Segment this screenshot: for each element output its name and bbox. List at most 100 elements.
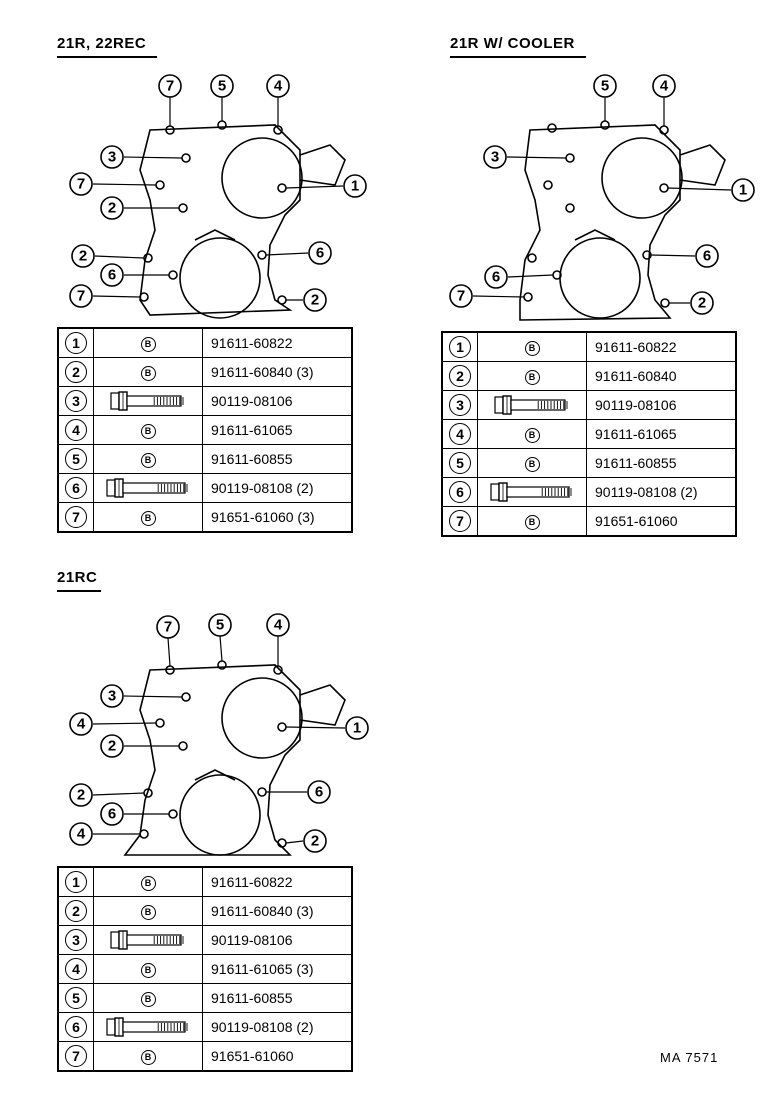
item-number: 6: [65, 1016, 87, 1038]
panel-title: 21RC: [57, 569, 98, 586]
part-number: 91611-60855: [202, 983, 353, 1013]
table-row: 6 90119-08108 (2): [57, 473, 353, 503]
callout-label: 6: [492, 269, 500, 286]
callout-label: 7: [164, 619, 172, 636]
callout-1: [731, 178, 755, 202]
callout-7: [69, 172, 93, 196]
symbol-cell: B: [93, 896, 203, 926]
callout-label: 1: [351, 178, 359, 195]
part-number: 91611-60840: [586, 361, 737, 391]
item-number: 6: [65, 477, 87, 499]
symbol-cell: [477, 477, 587, 507]
part-number: 91611-60855: [586, 448, 737, 478]
item-number-cell: 1: [57, 327, 94, 358]
callout-label: 4: [660, 78, 669, 95]
cover-drawing: [123, 660, 346, 856]
callout-2: [303, 288, 327, 312]
callout-label: 2: [77, 787, 85, 804]
item-number: 2: [65, 900, 87, 922]
item-number-cell: 4: [57, 954, 94, 984]
part-number: 91611-60822: [202, 327, 353, 358]
symbol-cell: B: [477, 331, 587, 362]
leader-lines: [92, 97, 344, 301]
callout-label: 3: [108, 149, 116, 166]
bolt-icon: [110, 930, 184, 950]
part-number: 90119-08106: [202, 386, 353, 416]
part-number: 91611-60855: [202, 444, 353, 474]
symbol-cell: B: [93, 866, 203, 897]
callout-6: [484, 265, 508, 289]
part-number: 90119-08108 (2): [586, 477, 737, 507]
symbol-cell: B: [477, 506, 587, 537]
callout-5: [210, 74, 234, 98]
part-number: 91651-61060: [202, 1041, 353, 1072]
nut-symbol-icon: B: [524, 515, 540, 530]
callout-1: [345, 716, 369, 740]
bolt-icon: [110, 391, 184, 411]
item-number: 6: [449, 481, 471, 503]
nut-symbol-icon: B: [140, 337, 156, 352]
callout-label: 6: [703, 248, 711, 265]
item-number-cell: 2: [57, 896, 94, 926]
callout-label: 1: [353, 720, 361, 737]
callout-label: 5: [216, 617, 224, 634]
callout-3: [100, 684, 124, 708]
item-number-cell: 1: [57, 866, 94, 897]
nut-symbol-icon: B: [140, 876, 156, 891]
symbol-cell: B: [93, 327, 203, 358]
callout-label: 2: [311, 833, 319, 850]
title-underline: [57, 590, 101, 592]
callout-2: [69, 783, 93, 807]
item-number-cell: 1: [441, 331, 478, 362]
item-number-cell: 3: [441, 390, 478, 420]
part-number: 91611-61065: [586, 419, 737, 449]
symbol-cell: [93, 473, 203, 503]
callout-6: [307, 780, 331, 804]
symbol-cell: B: [93, 1041, 203, 1072]
callout-label: 2: [108, 738, 116, 755]
callout-5: [208, 613, 232, 637]
symbol-cell: B: [93, 415, 203, 445]
nut-symbol-icon: B: [140, 424, 156, 439]
symbol-cell: B: [477, 361, 587, 391]
nut-symbol-icon: B: [140, 453, 156, 468]
item-number: 3: [65, 929, 87, 951]
item-number: 3: [449, 394, 471, 416]
callout-7: [69, 284, 93, 308]
nut-symbol-icon: B: [140, 992, 156, 1007]
callout-6: [695, 244, 719, 268]
item-number: 7: [65, 1045, 87, 1067]
drawing-code: MA 7571: [660, 1050, 719, 1065]
callout-label: 4: [77, 826, 86, 843]
item-number-cell: 6: [57, 1012, 94, 1042]
callout-7: [449, 284, 473, 308]
item-number: 2: [449, 365, 471, 387]
item-number: 5: [65, 448, 87, 470]
callout-label: 2: [79, 248, 87, 265]
symbol-cell: B: [477, 448, 587, 478]
part-number: 91611-61065: [202, 415, 353, 445]
item-number-cell: 7: [57, 1041, 94, 1072]
callout-6: [308, 241, 332, 265]
callout-4: [69, 712, 93, 736]
table-row: 5 B 91611-60855: [57, 444, 353, 474]
item-number-cell: 6: [441, 477, 478, 507]
symbol-cell: B: [93, 954, 203, 984]
bolt-icon: [490, 482, 572, 502]
table-row: 3 90119-08106: [57, 386, 353, 416]
symbol-cell: B: [477, 419, 587, 449]
nut-symbol-icon: B: [524, 370, 540, 385]
callout-6: [100, 802, 124, 826]
item-number-cell: 7: [57, 502, 94, 533]
item-number-cell: 5: [57, 444, 94, 474]
nut-symbol-icon: B: [140, 366, 156, 381]
part-number: 91611-60822: [202, 866, 353, 897]
cover-drawing: [519, 120, 726, 321]
title-underline: [450, 56, 586, 58]
callout-6: [100, 263, 124, 287]
item-number-cell: 7: [441, 506, 478, 537]
